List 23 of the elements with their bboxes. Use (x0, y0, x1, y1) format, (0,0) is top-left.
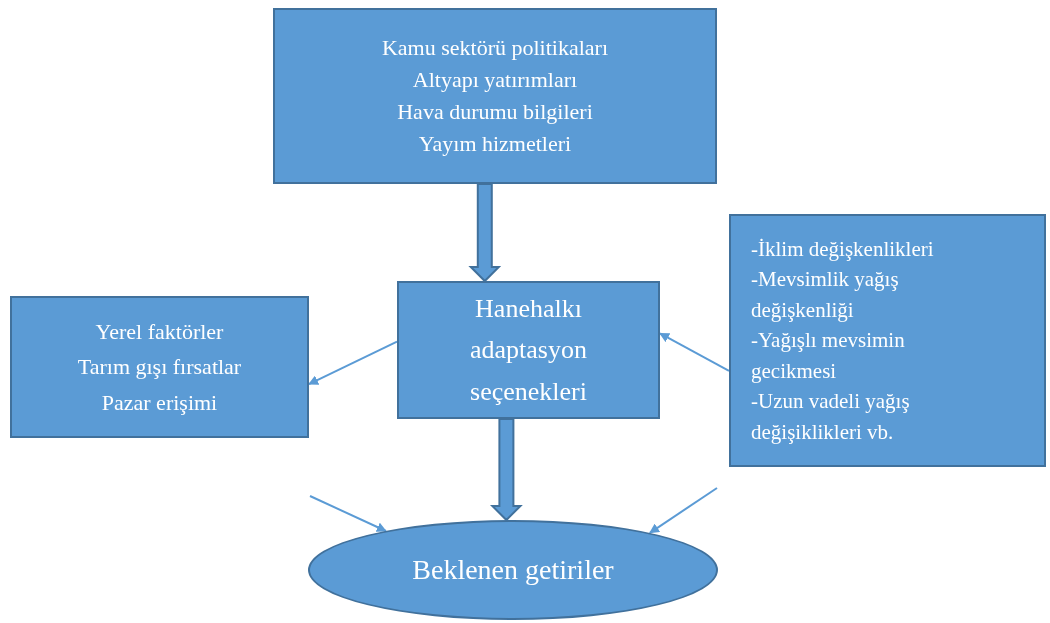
node-text: -Uzun vadeli yağış değişiklikleri vb. (750, 388, 911, 446)
node-text: Beklenen getiriler (412, 552, 614, 587)
arrow (309, 495, 387, 532)
node-text: Tarım gışı fırsatlar (77, 353, 242, 382)
node-text: Kamu sektörü politikaları (381, 34, 609, 63)
process-box (729, 214, 1046, 467)
process-box (10, 296, 309, 438)
process-box (273, 8, 717, 184)
node-text: Pazar erişimi (101, 388, 218, 417)
node-text: -Yağışlı mevsimin gecikmesi (750, 327, 906, 385)
node-text: Altyapı yatırımları (412, 66, 578, 95)
node-text: -İklim değişkenlikleri (750, 235, 935, 263)
node-text: Yayım hizmetleri (418, 129, 572, 158)
block-arrow (468, 183, 502, 283)
process-box (397, 281, 660, 419)
arrow (308, 340, 398, 386)
node-text: Hava durumu bilgileri (397, 98, 593, 126)
node-text: Yerel faktörler (95, 318, 224, 347)
node-text: Hanehalkı adaptasyon seçenekleri (469, 292, 588, 408)
block-arrow (490, 418, 523, 522)
arrow (648, 487, 718, 534)
node-text: -Mevsimlik yağış değişkenliği (750, 266, 900, 324)
arrow (659, 332, 730, 372)
